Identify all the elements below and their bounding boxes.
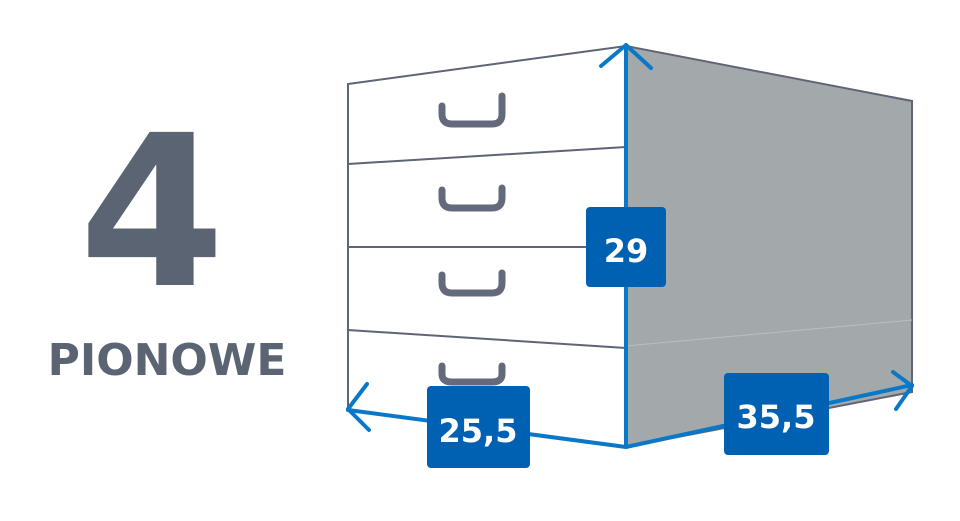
arrow-left-icon xyxy=(346,382,371,432)
width-badge: 25,5 xyxy=(427,386,530,468)
depth-value: 35,5 xyxy=(737,398,816,436)
handle-icon xyxy=(438,184,506,212)
drawer-divider xyxy=(347,146,627,165)
height-badge: 29 xyxy=(586,207,666,287)
width-value: 25,5 xyxy=(439,412,518,450)
height-value: 29 xyxy=(604,232,649,270)
drawer-divider xyxy=(347,329,627,349)
depth-badge: 35,5 xyxy=(724,373,829,455)
side-seam xyxy=(625,319,913,347)
handle-icon xyxy=(438,92,506,128)
orientation-label: PIONOWE xyxy=(48,335,287,386)
handle-icon xyxy=(438,269,506,297)
arrow-right-icon xyxy=(891,370,914,411)
drawer-handles xyxy=(438,92,506,386)
drawer-count: 4 xyxy=(79,90,225,335)
handle-icon xyxy=(438,362,506,386)
arrow-up-icon xyxy=(599,43,653,70)
